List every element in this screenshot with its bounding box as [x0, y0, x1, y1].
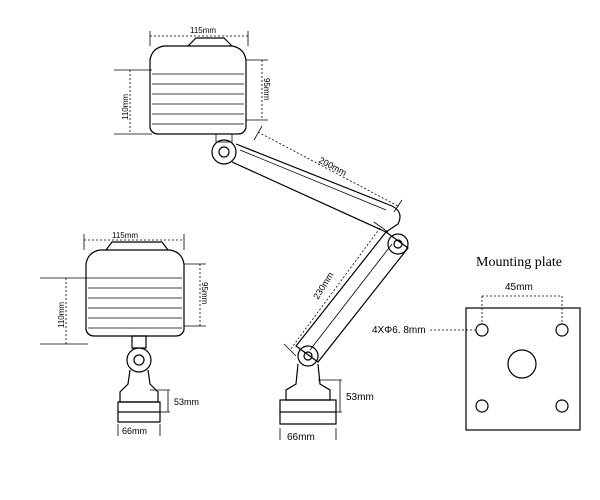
mounting-hole-bottom-left	[475, 399, 489, 413]
left-head-width-dimension: 115mm	[83, 231, 185, 250]
hole-diameter-callout: 4XΦ6. 8mm	[372, 325, 476, 336]
top-pivot-joint	[211, 139, 237, 165]
mounting-center-hole	[507, 349, 537, 379]
lower-arm	[295, 231, 409, 363]
top-lamp-head	[149, 37, 247, 143]
left-pivot-joint	[126, 335, 152, 373]
top-head-outer-height-label: 110mm	[121, 94, 130, 120]
top-head-width-dimension: 115mm	[149, 26, 249, 46]
top-head-width-label: 115mm	[190, 26, 216, 35]
lower-arm-length-label: 230mm	[311, 270, 335, 301]
left-head-outer-height-label: 110mm	[57, 302, 66, 328]
right-base-width-label: 66mm	[287, 432, 315, 443]
right-base-height-dimension: 53mm	[318, 379, 374, 413]
top-head-inner-height-label: 95mm	[262, 78, 271, 101]
right-base-height-label: 53mm	[346, 392, 374, 403]
base-joint-right	[297, 345, 319, 367]
top-head-outer-height-dimension: 110mm	[114, 69, 152, 135]
left-base-width-label: 66mm	[122, 426, 147, 436]
hole-spacing-dimension: 45mm	[481, 282, 563, 324]
right-base-width-dimension: 66mm	[279, 428, 337, 443]
left-base	[117, 369, 161, 423]
left-base-height-label: 53mm	[174, 397, 199, 407]
top-head-inner-height-dimension: 95mm	[246, 59, 271, 121]
left-head-inner-height-label: 95mm	[200, 282, 209, 305]
mounting-plate	[465, 307, 581, 431]
mounting-hole-top-right	[555, 323, 569, 337]
right-base	[279, 363, 337, 425]
left-base-height-dimension: 53mm	[150, 389, 199, 413]
upper-arm-length-label: 200mm	[317, 155, 348, 178]
mounting-hole-top-left	[475, 323, 489, 337]
left-base-width-dimension: 66mm	[117, 424, 161, 436]
left-head-width-label: 115mm	[112, 231, 138, 240]
left-head-outer-height-dimension: 110mm	[40, 277, 88, 345]
upper-arm	[231, 143, 401, 233]
upper-arm-length-dimension: 200mm	[253, 125, 403, 213]
hole-diameter-label: 4XΦ6. 8mm	[372, 325, 426, 336]
mounting-plate-title: Mounting plate	[476, 255, 562, 270]
hole-spacing-label: 45mm	[505, 282, 533, 293]
mounting-hole-bottom-right	[555, 399, 569, 413]
left-lamp-head	[85, 241, 185, 337]
left-head-inner-height-dimension: 95mm	[184, 263, 209, 327]
